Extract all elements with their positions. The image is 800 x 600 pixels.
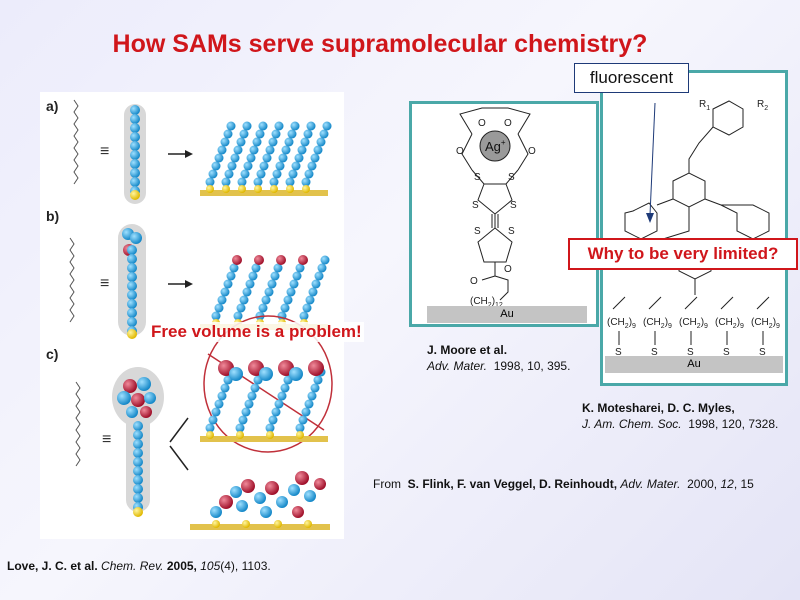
chain-label: (CH2)9 [751,317,780,330]
flink-citation: From S. Flink, F. van Veggel, D. Reinhou… [373,477,754,491]
why-limited-callout: Why to be very limited? [568,238,798,270]
s-atom-label: S [687,347,694,358]
fluorescent-callout: fluorescent [574,63,689,93]
panel-label-c: c) [46,346,59,362]
motesharei-structure-panel: R1 R2 (CH2)9 (CH2)9 (CH2)9 (CH2)9 (CH2)9… [600,70,788,386]
s-atom-label: S [759,347,766,358]
s-atom-label: S [474,172,481,183]
s-atom-label: S [615,347,622,358]
gold-substrate: Au [427,306,587,323]
motesharei-citation: K. Motesharei, D. C. Myles, J. Am. Chem.… [582,401,779,431]
chain-label: (CH2)12 [470,296,503,309]
moore-structure-panel: O O O O S S S S S S O O (CH2)12 S Ag+ Au [409,101,599,327]
s-atom-label: S [508,172,515,183]
moore-citation: J. Moore et al. Adv. Mater. 1998, 10, 39… [427,343,571,373]
sam-schematic-drawing: ≡ ≡ ≡ [69,99,333,530]
slide-title: How SAMs serve supramolecular chemistry? [112,30,648,58]
s-atom-label: S [723,347,730,358]
moore-structure-drawing: O O O O S S S S S S O O (CH2)12 S Ag+ [456,107,536,321]
s-atom-label: S [510,200,517,211]
r2-label: R2 [757,99,768,112]
o-atom-label: O [528,146,536,157]
s-atom-label: S [508,226,515,237]
o-atom-label: O [456,146,464,157]
o-atom-label: O [478,118,486,129]
r1-label: R1 [699,99,710,112]
motesharei-structure-drawing: R1 R2 (CH2)9 (CH2)9 (CH2)9 (CH2)9 (CH2)9… [607,99,780,358]
svg-text:≡: ≡ [100,275,109,292]
silver-ion-label: Ag+ [485,138,506,154]
chain-label: (CH2)9 [607,317,636,330]
s-atom-label: S [474,226,481,237]
sam-schematic-figure: a) b) c) [40,92,344,539]
love-citation: Love, J. C. et al. Chem. Rev. 2005, 105(… [7,559,271,573]
free-volume-callout: Free volume is a problem! [149,322,364,342]
chain-label: (CH2)9 [679,317,708,330]
chain-label: (CH2)9 [643,317,672,330]
gold-substrate: Au [605,356,783,373]
o-atom-label: O [470,276,478,287]
panel-label-b: b) [46,208,60,224]
s-atom-label: S [472,200,479,211]
chain-label: (CH2)9 [715,317,744,330]
svg-text:≡: ≡ [102,431,111,448]
s-atom-label: S [651,347,658,358]
svg-text:≡: ≡ [100,143,109,160]
o-atom-label: O [504,264,512,275]
o-atom-label: O [504,118,512,129]
panel-label-a: a) [46,98,59,114]
